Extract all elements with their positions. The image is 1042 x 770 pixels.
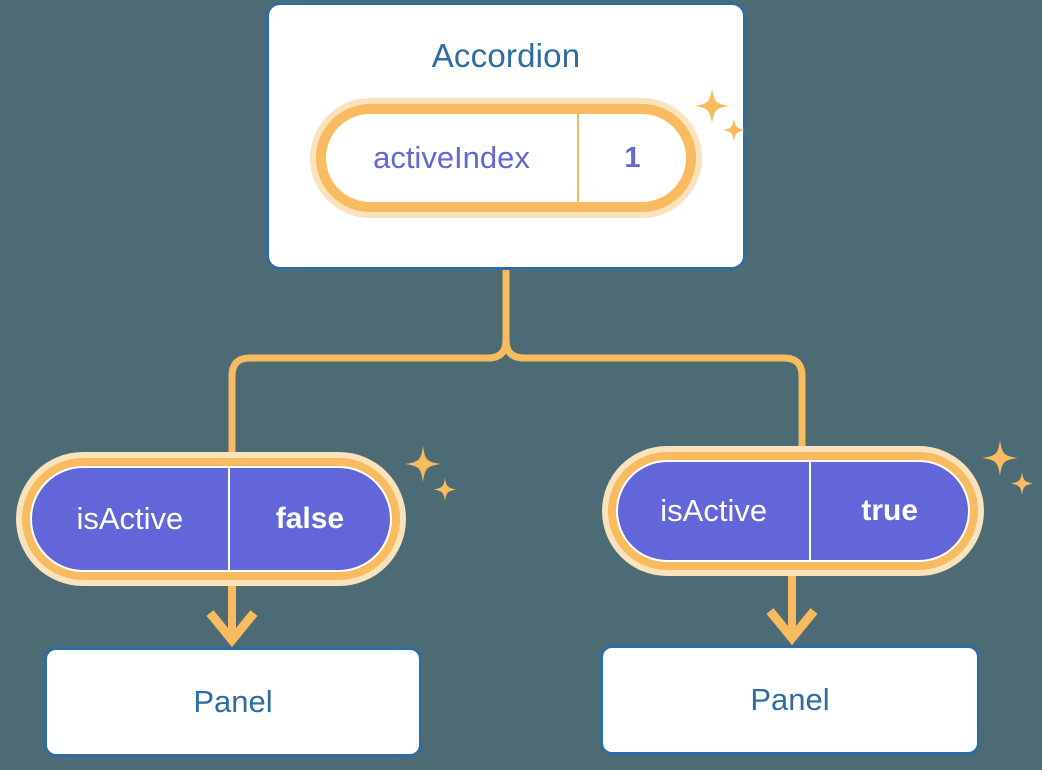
prop-pill-isactive-true[interactable]: isActive true (602, 446, 984, 576)
pill-outer-glow: isActive true (602, 446, 984, 576)
pill-value-label: 1 (624, 141, 641, 174)
pill-value-label: true (861, 494, 919, 527)
pill-key-label: isActive (618, 462, 812, 560)
pill-body: isActive false (30, 466, 392, 572)
sparkle-icon (405, 446, 456, 501)
pill-body: activeIndex 1 (316, 104, 696, 212)
panel-component-card-left[interactable]: Panel (44, 647, 422, 757)
arrow-right-head-icon (766, 608, 818, 646)
pill-outer-glow: isActive false (16, 452, 406, 586)
state-pill-activeindex[interactable]: activeIndex 1 (310, 98, 702, 218)
connector-left-branch (228, 266, 510, 466)
connector-right-branch (502, 266, 806, 459)
pill-body: isActive true (616, 460, 970, 562)
page-title: Accordion (431, 37, 581, 74)
panel-component-card-right[interactable]: Panel (600, 645, 980, 755)
pill-orange-ring: isActive true (608, 452, 978, 570)
prop-pill-isactive-false[interactable]: isActive false (16, 452, 406, 586)
panel-title: Panel (193, 684, 273, 719)
panel-title: Panel (750, 682, 830, 717)
pill-key-label: isActive (32, 468, 230, 570)
pill-key-label: activeIndex (326, 114, 579, 202)
pill-orange-ring: isActive false (22, 458, 400, 580)
arrow-left-head-icon (206, 610, 258, 648)
sparkle-icon (982, 440, 1033, 495)
pill-outer-glow: activeIndex 1 (310, 98, 702, 218)
pill-value-label: false (275, 502, 345, 535)
